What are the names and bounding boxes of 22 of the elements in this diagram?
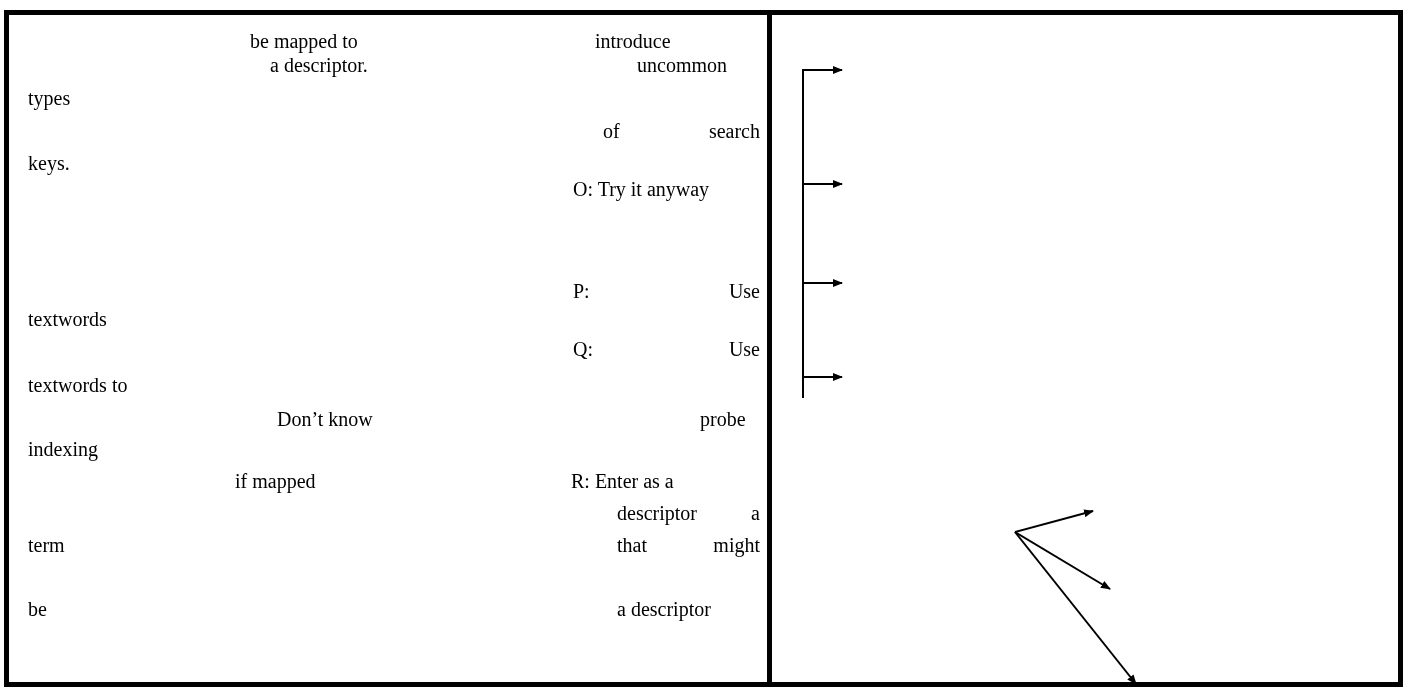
text-fragment: if mapped xyxy=(235,469,316,493)
text-fragment: introduce xyxy=(595,29,671,53)
text-fragment: Don’t know xyxy=(277,407,373,431)
text-fragment: R: Enter as a xyxy=(571,469,674,493)
text-fragment: a descriptor. xyxy=(270,53,368,77)
text-fragment: textwords to xyxy=(28,373,128,397)
text-fragment: indexing xyxy=(28,437,98,461)
text-fragment: of search xyxy=(603,119,760,143)
text-fragment: keys. xyxy=(28,151,70,175)
text-fragment: a descriptor xyxy=(617,597,711,621)
text-fragment: textwords xyxy=(28,307,107,331)
text-fragment: Q: Use xyxy=(573,337,760,361)
text-fragment: O: Try it anyway xyxy=(573,177,710,201)
text-fragment: probe xyxy=(700,407,746,431)
text-fragment: term xyxy=(28,533,65,557)
text-fragment: uncommon xyxy=(637,53,727,77)
text-fragment: be mapped to xyxy=(250,29,358,53)
text-fragment: descriptor a xyxy=(617,501,760,525)
text-fragment: be xyxy=(28,597,47,621)
text-fragment: P: Use xyxy=(573,279,760,303)
text-fragment: types xyxy=(28,86,71,110)
text-fragment: that might xyxy=(617,533,760,557)
